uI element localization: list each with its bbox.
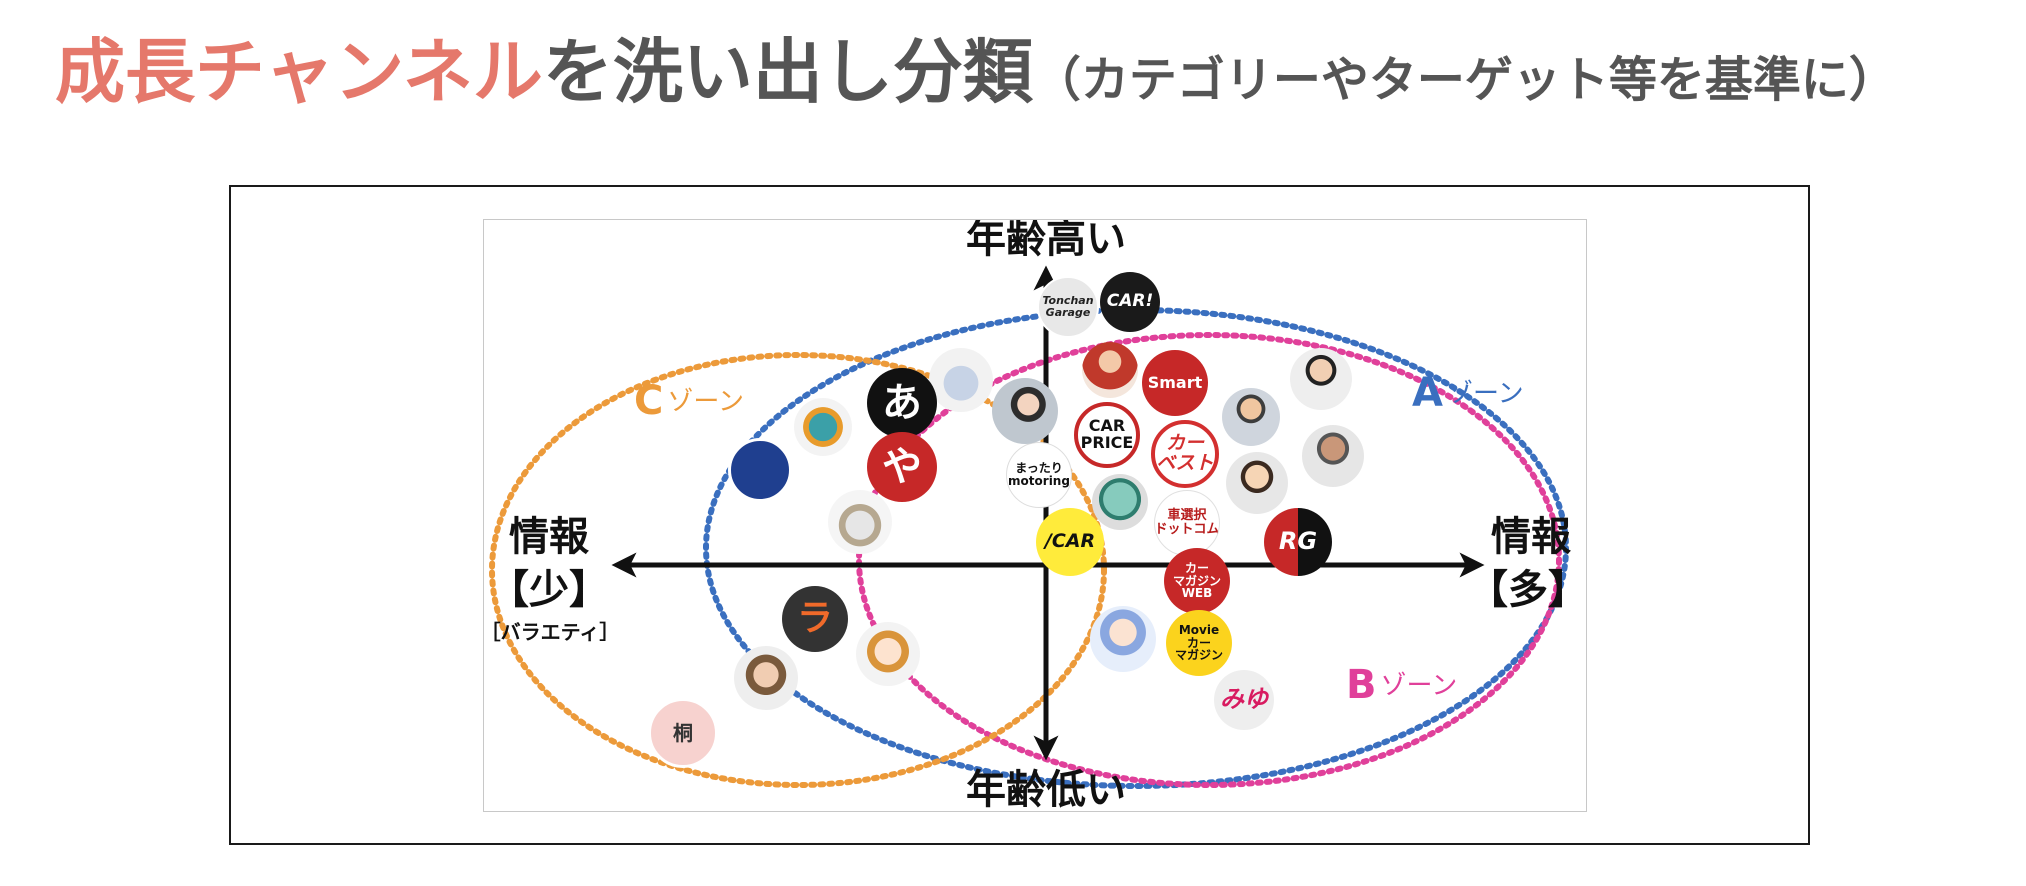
a-char-logo: あ	[867, 368, 937, 438]
smart-logo: Smart	[1142, 350, 1208, 416]
zone-c-letter: C	[634, 378, 664, 424]
ra-char-logo: ラ	[782, 586, 848, 652]
movie-car-magazine-logo: Movie カー マガジン	[1166, 610, 1232, 676]
title-main: を洗い出し分類	[542, 31, 1033, 113]
axis-label-right-info: 情報	[1491, 514, 1571, 560]
miyu-logo: みゆ	[1214, 670, 1274, 730]
vending-machine-thumbnail	[794, 398, 852, 456]
rg-logo: RG	[1264, 508, 1332, 576]
zone-c-text: ゾーン	[667, 387, 745, 417]
title-subtitle: （カテゴリーやターゲット等を基準に）	[1032, 52, 1897, 108]
kurumasentaku-logo: 車選択 ドットコム	[1154, 490, 1220, 556]
mattari-motoring-logo: まったり motoring	[1006, 442, 1072, 508]
axis-label-left-info: 情報	[509, 514, 589, 560]
zone-a-letter: A	[1412, 370, 1443, 416]
tonchan-garage-logo: Tonchan Garage	[1037, 276, 1099, 338]
person-avatar-suit-man	[1222, 388, 1280, 446]
bus-thumbnail	[929, 348, 993, 412]
axis-label-left-level: 【少】	[489, 567, 609, 613]
axis-label-top: 年齢高い	[966, 219, 1126, 262]
car-magazine-web-logo: カー マガジン WEB	[1164, 548, 1230, 614]
zone-b-text: ゾーン	[1380, 671, 1458, 701]
axis-label-bottom: 年齢低い	[966, 767, 1126, 812]
person-avatar-kimono	[1082, 342, 1138, 398]
zone-a-text: ゾーン	[1446, 379, 1524, 409]
person-avatar-bald-man	[1302, 425, 1364, 487]
person-avatar-glasses-man	[1290, 348, 1352, 410]
person-avatar-cartoon-man	[1226, 452, 1288, 514]
kiri-char-logo: 桐	[648, 698, 718, 768]
couple-avatar	[734, 646, 798, 710]
car-price-logo: CAR PRICE	[1074, 402, 1140, 468]
page-title: 成長チャンネルを洗い出し分類（カテゴリーやターゲット等を基準に）	[55, 22, 1897, 130]
icar-logo: /CAR	[1036, 508, 1104, 576]
car-best-logo: カー ベスト	[1151, 420, 1219, 488]
zone-b-letter: B	[1346, 662, 1377, 708]
woman-driving-avatar	[992, 378, 1058, 444]
axis-label-left-variety: ［バラエティ］	[483, 620, 620, 644]
car-exclaim-logo: CAR!	[1100, 272, 1160, 332]
mascot-blue-logo	[728, 438, 792, 502]
van-thumbnail	[828, 490, 892, 554]
axis-label-right-level: 【多】	[1468, 567, 1587, 613]
girl-avatar	[856, 622, 920, 686]
helmet-avatar	[1092, 474, 1148, 530]
ya-char-logo: や	[867, 432, 937, 502]
title-accent: 成長チャンネル	[55, 31, 543, 113]
diagram-frame	[229, 185, 1810, 845]
anime-girl-avatar	[1090, 606, 1156, 672]
